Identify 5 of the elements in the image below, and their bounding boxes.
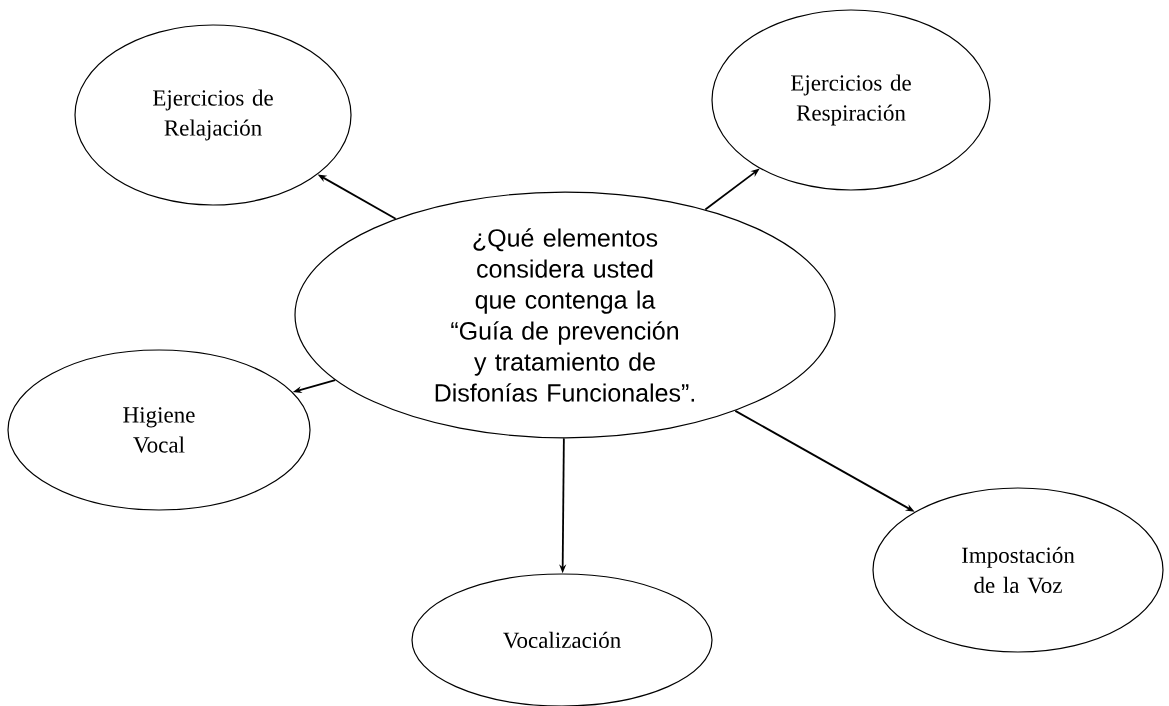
ellipse-node: Ejercicios de Relajación: [74, 24, 352, 206]
ellipse-node: Ejercicios de Respiración: [711, 9, 991, 191]
ellipse-node: Higiene Vocal: [7, 349, 311, 511]
ellipse-node: ¿Qué elementos considera usted que contenga la “Guía de prevención y tratamiento de Disfonías Funcionales”.: [294, 191, 836, 439]
ellipse-node: Impostación de la Voz: [872, 487, 1164, 653]
